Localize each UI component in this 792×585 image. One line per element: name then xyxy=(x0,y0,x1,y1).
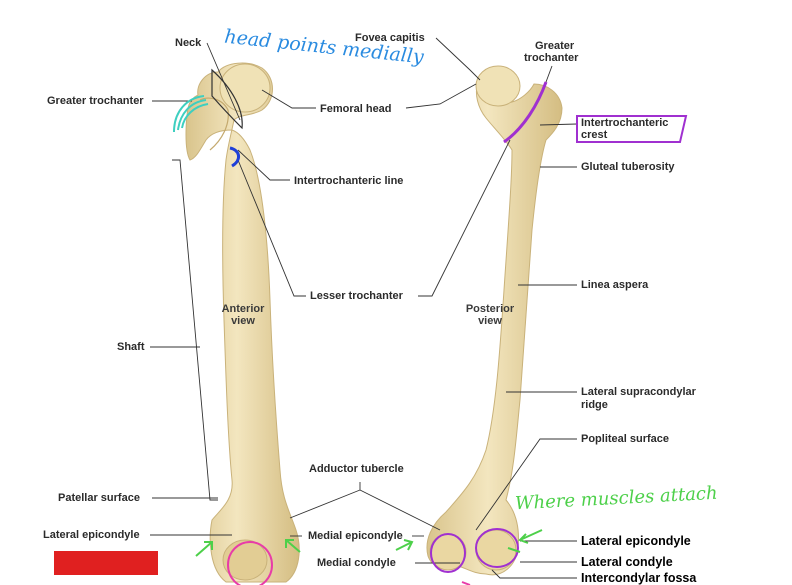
posterior-view-line-1: Posterior xyxy=(465,303,515,315)
label-greater-trochanter-anterior: Greater trochanter xyxy=(47,95,144,107)
label-neck: Neck xyxy=(175,37,202,49)
label-intertrochanteric-crest-1: Intertrochanteric xyxy=(581,117,669,129)
posterior-femoral-head xyxy=(475,65,521,107)
anterior-view-label: Anterior view xyxy=(213,303,273,327)
label-intertrochanteric-crest-2: crest xyxy=(581,129,608,141)
anterior-femoral-head xyxy=(219,63,271,113)
label-lesser-trochanter: Lesser trochanter xyxy=(310,290,403,302)
label-femoral-head: Femoral head xyxy=(320,103,392,115)
label-lateral-supracondylar-1: Lateral supracondylar xyxy=(581,386,696,398)
teal-greater-trochanter-mark xyxy=(173,95,209,133)
green-arrows xyxy=(195,529,543,557)
label-gluteal-tuberosity: Gluteal tuberosity xyxy=(581,161,675,173)
blue-intertrochanteric-mark xyxy=(229,146,240,168)
label-lateral-epicondyle-posterior: Lateral epicondyle xyxy=(581,534,691,548)
label-shaft: Shaft xyxy=(117,341,145,353)
label-linea-aspera: Linea aspera xyxy=(581,279,649,291)
label-greater-trochanter-posterior-1: Greater xyxy=(535,40,575,52)
label-lateral-condyle: Lateral condyle xyxy=(581,555,673,569)
magenta-condyle-circle xyxy=(227,541,273,585)
anterior-view-line-2: view xyxy=(231,315,255,327)
red-cover-box xyxy=(54,551,158,575)
neck-outline-mark xyxy=(211,68,243,130)
purple-crest-label-box xyxy=(576,115,688,143)
posterior-view-label: Posterior view xyxy=(460,303,520,327)
anterior-trochanter-shading xyxy=(199,97,229,151)
label-greater-trochanter-posterior-2: trochanter xyxy=(524,52,579,64)
label-adductor-tubercle: Adductor tubercle xyxy=(309,463,404,475)
label-medial-epicondyle: Medial epicondyle xyxy=(308,530,403,542)
label-popliteal-surface: Popliteal surface xyxy=(581,433,670,445)
posterior-view-line-2: view xyxy=(478,315,502,327)
label-intertrochanteric-line: Intertrochanteric line xyxy=(294,175,404,187)
leader-lines xyxy=(150,37,578,579)
label-medial-condyle: Medial condyle xyxy=(317,557,396,569)
label-intercondylar-fossa: Intercondylar fossa xyxy=(581,571,697,585)
purple-lateral-condyle-circle xyxy=(475,528,519,568)
purple-intertrochanteric-crest-mark xyxy=(503,81,548,144)
anterior-view-line-1: Anterior xyxy=(221,303,265,315)
label-lateral-epicondyle-anterior: Lateral epicondyle xyxy=(43,529,140,541)
label-fovea-capitis: Fovea capitis xyxy=(355,32,425,44)
label-patellar-surface: Patellar surface xyxy=(58,492,140,504)
anterior-femur xyxy=(185,62,300,583)
label-lateral-supracondylar-2: ridge xyxy=(581,399,608,411)
purple-medial-condyle-circle xyxy=(430,533,466,573)
